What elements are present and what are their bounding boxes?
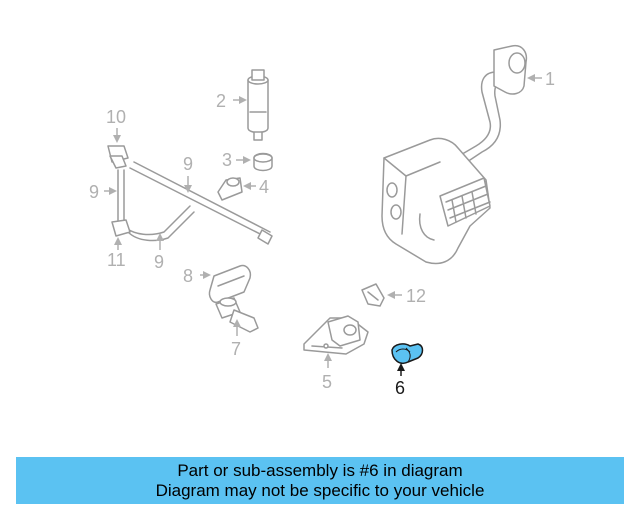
label-part-3: 3 [222, 150, 232, 170]
label-part-12: 12 [406, 286, 426, 306]
washer-hoses [107, 145, 273, 245]
banner-line-disclaimer: Diagram may not be specific to your vehi… [155, 480, 485, 500]
clip [361, 283, 385, 307]
leader-lines [104, 74, 542, 376]
label-part-6: 6 [395, 378, 405, 398]
part-numbers: 1 2 3 4 9 9 10 11 9 8 7 12 5 6 [89, 69, 555, 398]
washer-pump [247, 69, 269, 141]
label-part-9-top: 9 [183, 154, 193, 174]
label-part-9-bottom: 9 [154, 252, 164, 272]
washer-reservoir [381, 44, 528, 265]
info-banner: Part or sub-assembly is #6 in diagram Di… [16, 457, 624, 504]
label-part-9-left: 9 [89, 182, 99, 202]
label-part-5: 5 [322, 372, 332, 392]
bracket [303, 315, 369, 355]
label-part-7: 7 [231, 339, 241, 359]
banner-line-part-number: Part or sub-assembly is #6 in diagram [177, 460, 463, 480]
label-part-11: 11 [107, 250, 126, 270]
elbow-connector [217, 177, 243, 201]
label-part-10: 10 [106, 107, 126, 127]
parts-diagram: 1 2 3 4 9 9 10 11 9 8 7 12 5 6 [89, 44, 555, 398]
label-part-4: 4 [259, 177, 269, 197]
nozzle-cover [208, 264, 252, 304]
label-part-2: 2 [216, 91, 226, 111]
label-part-1: 1 [545, 69, 555, 89]
highlighted-part-6 [391, 343, 424, 364]
grommet [253, 152, 273, 172]
washer-nozzle [215, 297, 259, 333]
label-part-8: 8 [183, 266, 193, 286]
